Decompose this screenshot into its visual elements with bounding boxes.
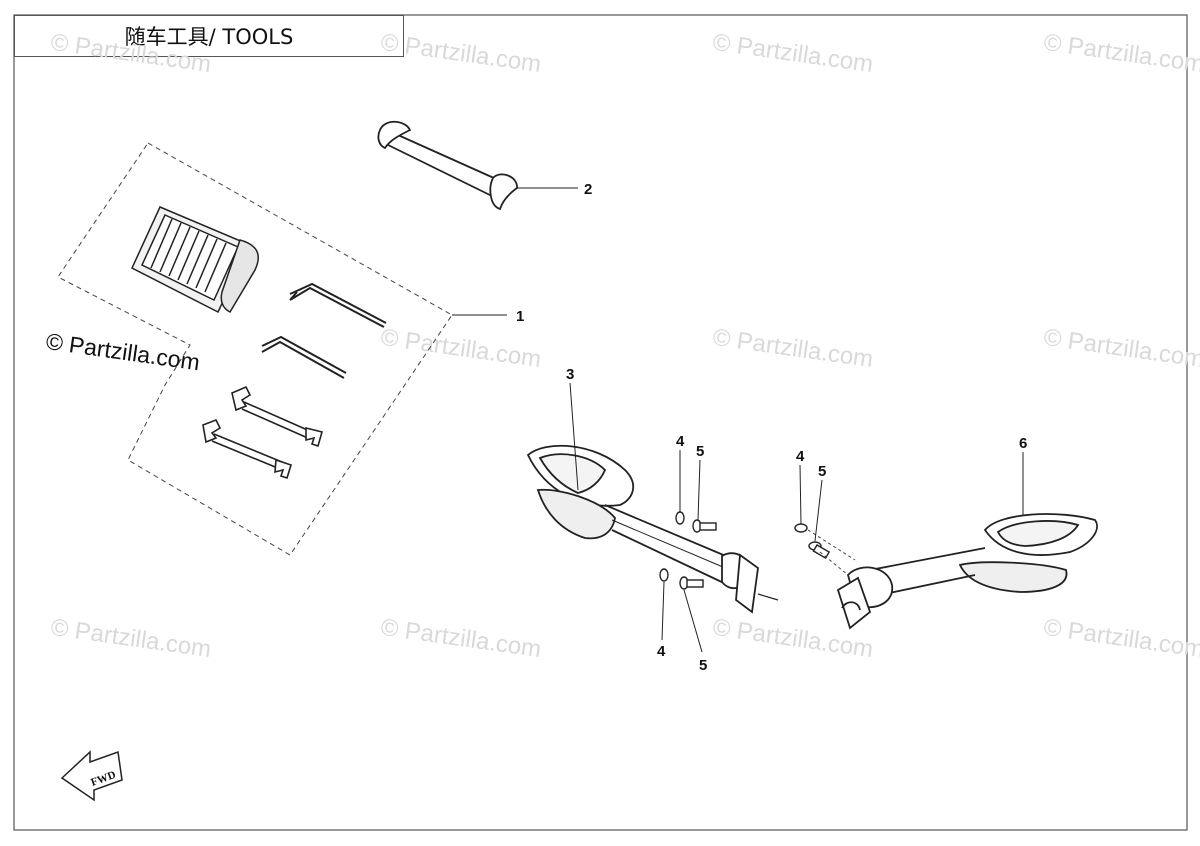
diagram-title: 随车工具/ TOOLS <box>14 15 404 57</box>
title-text: 随车工具/ TOOLS <box>124 25 294 49</box>
bolt-right <box>808 541 831 560</box>
callout-1: 1 <box>516 308 524 325</box>
forward-arrow: FWD <box>60 750 123 802</box>
wrench-lower <box>202 418 292 480</box>
right-mirror-assembly <box>836 513 1098 630</box>
callout-4-upper-left: 4 <box>676 433 685 450</box>
callout-4-lower-left: 4 <box>657 643 666 660</box>
hand-grip-bar <box>377 120 518 211</box>
hex-key-small <box>261 335 347 379</box>
bolt-lower-left <box>679 576 704 590</box>
callout-3: 3 <box>566 366 574 383</box>
washer-right <box>794 523 808 533</box>
left-mirror-assembly <box>526 444 779 614</box>
leader-lines <box>452 187 1024 653</box>
callout-5-right: 5 <box>818 463 826 480</box>
callout-5-lower-left: 5 <box>699 657 707 674</box>
tool-roll-bag <box>131 206 259 314</box>
callout-2: 2 <box>584 181 592 198</box>
callout-4-right: 4 <box>796 448 805 465</box>
assembly-line <box>807 529 856 576</box>
washer-lower-left <box>659 568 669 582</box>
bolt-upper-left <box>692 519 717 533</box>
hex-key-large <box>289 282 387 328</box>
callout-6: 6 <box>1019 435 1027 452</box>
callout-5-upper-left: 5 <box>696 443 704 460</box>
washer-upper-left <box>675 511 685 525</box>
tool-kit-outline <box>57 142 453 556</box>
wrench-upper <box>231 385 323 448</box>
